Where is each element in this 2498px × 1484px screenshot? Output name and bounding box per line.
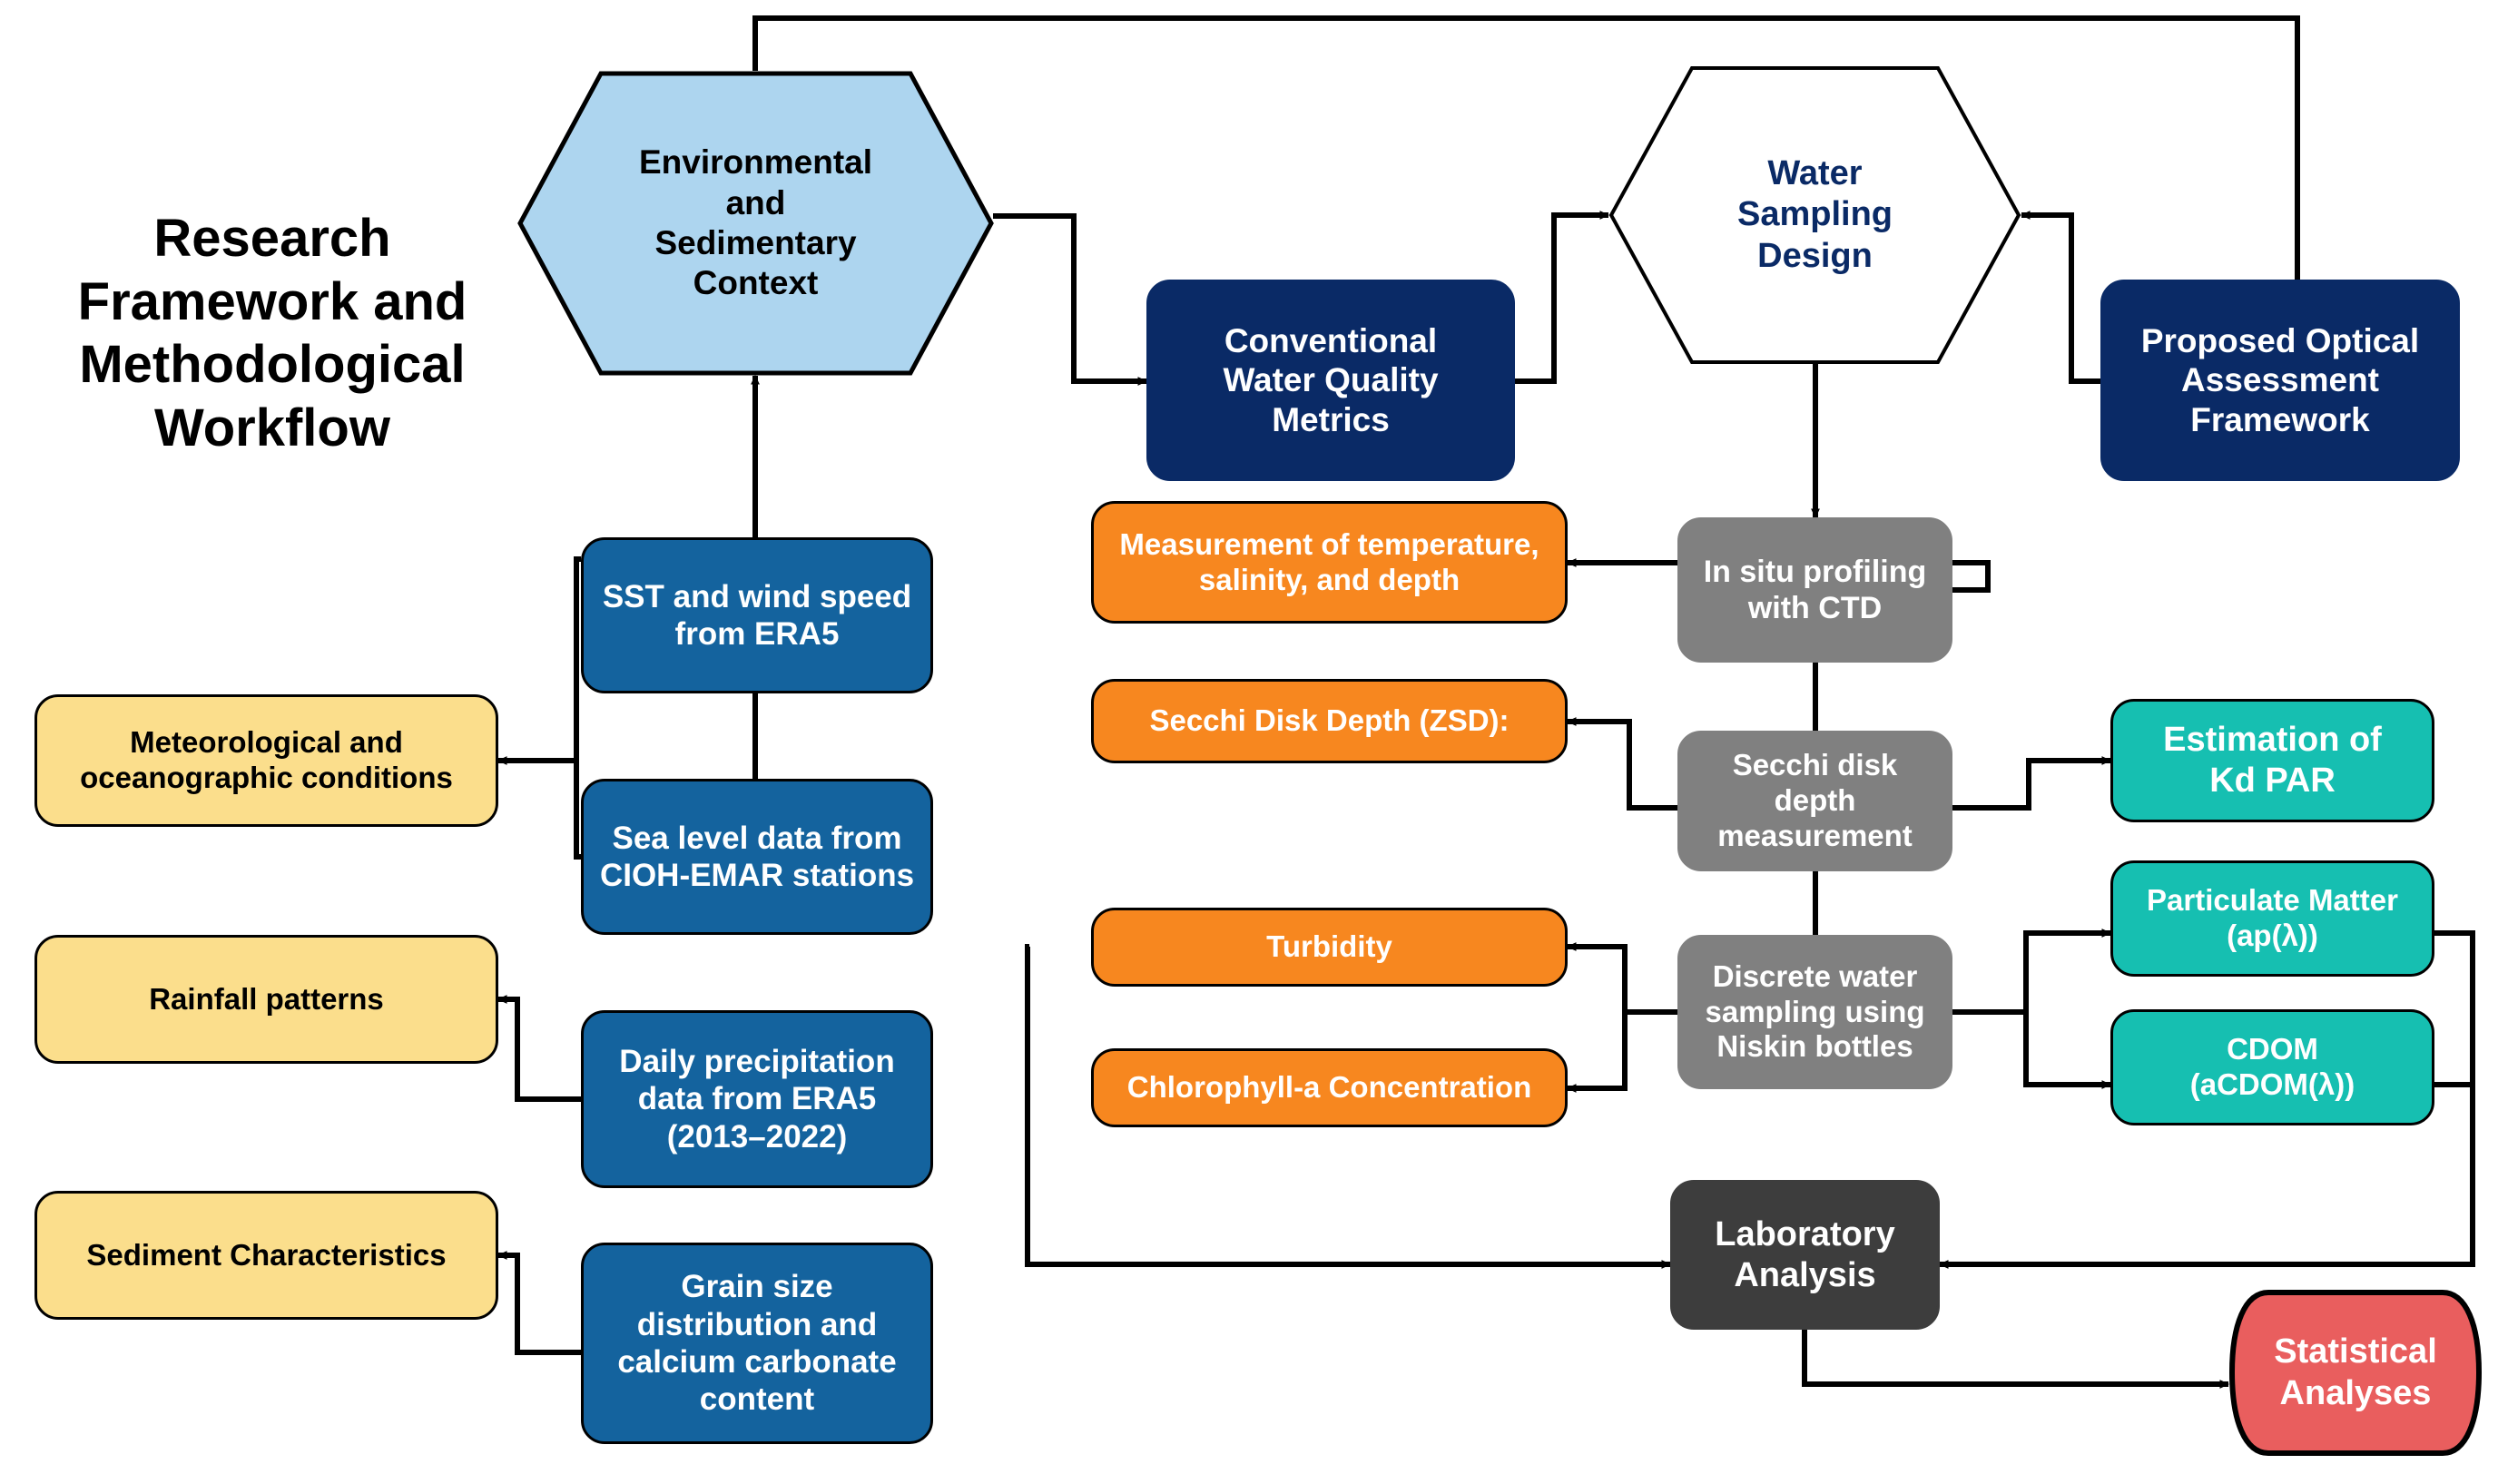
delay-shape — [2228, 1290, 2483, 1456]
node-particulate-matter[interactable]: Particulate Matter (ap(λ)) — [2110, 860, 2434, 977]
node-turbidity[interactable]: Turbidity — [1091, 908, 1568, 987]
wire-conventional-to-sampling-design — [1515, 211, 1609, 384]
wire-discrete-to-chlorophyll — [1567, 1012, 1628, 1093]
hexagon-shape — [517, 71, 994, 376]
node-water-sampling-design[interactable]: Water Sampling Design — [1608, 65, 2021, 365]
node-proposed-framework[interactable]: Proposed Optical Assessment Framework — [2100, 280, 2460, 481]
node-sediment-characteristics[interactable]: Sediment Characteristics — [34, 1191, 498, 1320]
node-rainfall-patterns[interactable]: Rainfall patterns — [34, 935, 498, 1064]
wire-laboratory-to-statistical — [1802, 1330, 2229, 1389]
wire-grainsize-to-sediment — [497, 1251, 581, 1355]
wire-sealevel-bus — [574, 761, 581, 860]
node-sst-wind[interactable]: SST and wind speed from ERA5 — [581, 537, 933, 693]
node-cdom[interactable]: CDOM (aCDOM(λ)) — [2110, 1009, 2434, 1125]
node-laboratory-analysis[interactable]: Laboratory Analysis — [1670, 1180, 1940, 1330]
node-conventional-metrics[interactable]: Conventional Water Quality Metrics — [1146, 280, 1515, 481]
node-in-situ-ctd[interactable]: In situ profiling with CTD — [1677, 517, 1952, 663]
node-chlorophyll-a[interactable]: Chlorophyll-a Concentration — [1091, 1048, 1568, 1127]
wire-secchi-to-zsd — [1567, 717, 1677, 811]
node-precipitation[interactable]: Daily precipitation data from ERA5 (2013… — [581, 1010, 933, 1188]
node-secchi-disk-depth-zsd[interactable]: Secchi Disk Depth (ZSD): — [1091, 679, 1568, 763]
node-sea-level[interactable]: Sea level data from CIOH-EMAR stations — [581, 779, 933, 935]
node-grain-size[interactable]: Grain size distribution and calcium carb… — [581, 1243, 933, 1444]
node-water-sampling-design-label: Water Sampling Design — [1736, 153, 1893, 275]
wire-discrete-to-turbidity — [1567, 942, 1628, 1012]
wire-precipitation-to-rainfall — [497, 995, 581, 1102]
wire-discrete-to-cdom — [2023, 1012, 2111, 1089]
node-statistical-analyses-label: Statistical Analyses — [2274, 1332, 2437, 1412]
node-secchi-measurement[interactable]: Secchi disk depth measurement — [1677, 731, 1952, 871]
wire-discrete-to-particulate — [2023, 929, 2111, 1012]
hexagon-shape — [1608, 66, 2021, 364]
wire-orange-bus-to-laboratory — [1025, 1086, 1671, 1269]
wire-context-to-proposed-framework — [752, 15, 2302, 293]
node-kd-par[interactable]: Estimation of Kd PAR — [2110, 699, 2434, 822]
node-statistical-analyses[interactable]: Statistical Analyses — [2228, 1289, 2483, 1457]
node-discrete-sampling[interactable]: Discrete water sampling using Niskin bot… — [1677, 935, 1952, 1089]
node-meteorological-conditions[interactable]: Meteorological and oceanographic conditi… — [34, 694, 498, 827]
node-environmental-context[interactable]: Environmental and Sedimentary Context — [517, 71, 994, 376]
node-environmental-context-label: Environmental and Sedimentary Context — [639, 143, 872, 302]
page-title: Research Framework and Methodological Wo… — [77, 209, 467, 457]
wire-sst-bus — [574, 556, 581, 761]
wire-context-to-conventional-metrics — [993, 213, 1147, 386]
wire-turbidity-bus — [1025, 944, 1030, 1088]
wire-proposed-to-sampling-design — [2021, 211, 2100, 384]
node-measurement-tsd[interactable]: Measurement of temperature, salinity, an… — [1091, 501, 1568, 624]
wire-secchi-to-kdpar — [1952, 756, 2111, 811]
